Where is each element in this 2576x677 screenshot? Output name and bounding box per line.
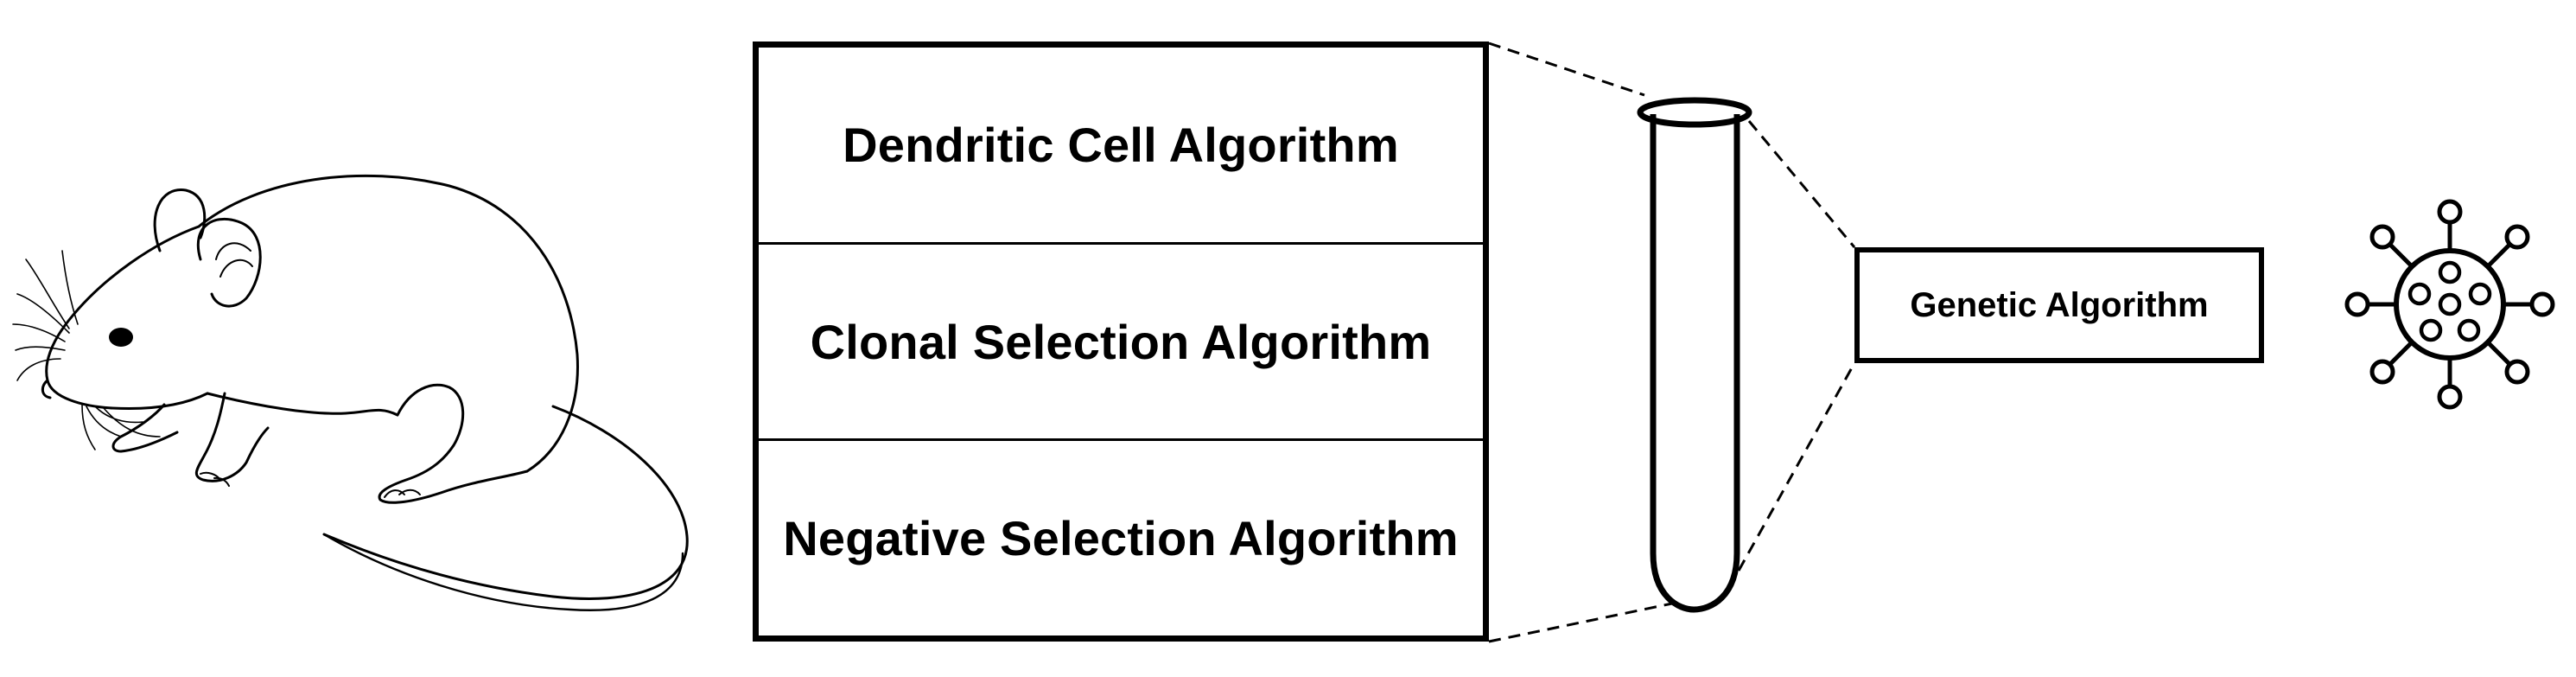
- dashed-line-top-right: [1747, 120, 1856, 248]
- mouse-hind-leg: [378, 383, 529, 504]
- algorithm-dendritic-cell: Dendritic Cell Algorithm: [843, 117, 1399, 172]
- mouse-nose: [41, 379, 52, 399]
- dashed-line-bottom-left: [1488, 602, 1673, 643]
- mouse-tail: [322, 405, 689, 600]
- test-tube-body: [1650, 114, 1740, 613]
- mouse-belly: [206, 392, 399, 417]
- mouse-illustration: [12, 174, 689, 611]
- virus-body: [2394, 248, 2506, 361]
- mouse-ear-back: [153, 188, 207, 252]
- genetic-algorithm-box: Genetic Algorithm: [1854, 247, 2264, 363]
- mouse-body-outline: [197, 174, 579, 473]
- dashed-line-top-left: [1488, 42, 1645, 97]
- virus-icon: [2344, 199, 2555, 410]
- dashed-line-bottom-right: [1737, 362, 1856, 572]
- mouse-front-leg-2: [194, 392, 270, 482]
- mouse-ear-front: [196, 218, 262, 308]
- test-tube-icon: [1637, 97, 1752, 613]
- mouse-ear-inner: [215, 242, 251, 260]
- mouse-eye: [109, 328, 133, 347]
- test-tube-rim: [1637, 97, 1752, 128]
- mouse-whiskers: [12, 250, 161, 450]
- mouse-head-outline: [45, 225, 209, 410]
- zoom-lines-right: [1737, 120, 1856, 572]
- mouse-front-paw-toes: [200, 471, 230, 487]
- algorithm-negative-selection: Negative Selection Algorithm: [759, 438, 1483, 635]
- mouse-ear-inner-2: [219, 259, 253, 278]
- mouse-front-leg: [111, 403, 179, 453]
- algorithm-clonal-selection: Clonal Selection Algorithm: [759, 241, 1483, 439]
- algorithm-stack: Dendritic Cell Algorithm Clonal Selectio…: [753, 42, 1489, 642]
- zoom-lines-left: [1488, 42, 1673, 643]
- mouse-hind-toes: [384, 489, 421, 498]
- virus-spikes: [2344, 199, 2555, 410]
- mouse-tail-inner: [322, 533, 684, 611]
